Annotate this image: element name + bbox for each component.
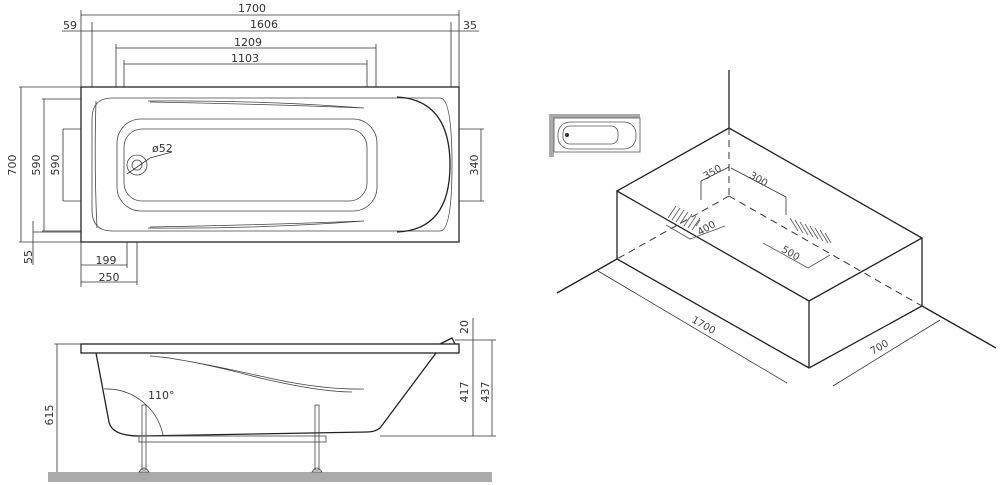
- depth-inner-label: 417: [458, 382, 471, 403]
- drain-inner: [131, 159, 143, 171]
- dim-1103: [123, 60, 368, 87]
- support-pad-left: [665, 205, 726, 240]
- armrest-swoosh: [149, 355, 365, 393]
- pad-right-size-label: 500: [779, 244, 801, 263]
- floor: [48, 472, 492, 482]
- pad-offset-left-label: 350: [702, 163, 724, 182]
- iso-width-label: 700: [869, 338, 891, 357]
- dim-615: [54, 343, 81, 472]
- leg-left: [138, 404, 150, 473]
- rim-detail: [94, 100, 98, 229]
- dim-55: [32, 221, 81, 265]
- overall-width-label: 700: [6, 155, 19, 176]
- pad-offset-dims: [700, 166, 787, 215]
- tub-body-side: [95, 352, 437, 437]
- placement-thumbnail: [549, 114, 641, 157]
- rim-thickness-label: 20: [458, 320, 471, 334]
- total-height-label: 615: [43, 405, 56, 426]
- dim-1606: [62, 22, 479, 87]
- bowl-width-outer-label: 590: [30, 155, 43, 176]
- top-view: ø52 1700 1606 59 35 1209 1103 700 590 59…: [6, 2, 484, 287]
- drain-diameter-label: ø52: [152, 142, 173, 155]
- hidden-edges: [616, 128, 923, 307]
- dim-right-side: [380, 318, 496, 437]
- dim-700: [19, 86, 81, 243]
- dim-199-250: [80, 242, 138, 287]
- side-view: 110° 615 20 417 437: [43, 318, 496, 482]
- support-pad-right: [762, 217, 832, 269]
- overall-length-label: 1700: [238, 2, 266, 15]
- wall-floor-lines: [556, 258, 997, 349]
- iso-dims: [597, 270, 941, 387]
- drain-edge-distance-label: 250: [99, 271, 120, 284]
- armrest-top: [147, 100, 365, 109]
- drain-distance-label: 199: [96, 254, 117, 267]
- bowl-inner: [123, 128, 368, 202]
- dim-340: [459, 128, 484, 202]
- left-offset-label: 59: [63, 19, 77, 32]
- rim-head-curve: [396, 96, 451, 233]
- right-support-width-label: 340: [468, 155, 481, 176]
- tub-rim-side: [80, 343, 460, 354]
- tub-rim-inner: [91, 97, 453, 232]
- leg-frame: [138, 435, 327, 443]
- outer-bowl-length-label: 1209: [234, 36, 262, 49]
- thumbnail-drain-icon: [565, 133, 569, 137]
- bowl-width-inner-label: 590: [49, 155, 62, 176]
- tub-outline-top: [80, 86, 460, 243]
- armrest-bottom: [147, 220, 365, 229]
- bottom-offset-label: 55: [22, 250, 35, 264]
- right-offset-label: 35: [463, 19, 477, 32]
- depth-total-label: 437: [479, 382, 492, 403]
- tub-box: [615, 127, 924, 369]
- dim-1209: [115, 44, 377, 87]
- dim-590-outer: [42, 98, 81, 232]
- drain-icon: [126, 154, 148, 176]
- bowl-outer: [116, 118, 378, 212]
- angle-arc: [103, 388, 164, 436]
- dim-1700: [80, 10, 460, 87]
- rim-length-label: 1606: [250, 18, 278, 31]
- drain-leader: [126, 151, 173, 175]
- rim-lip: [439, 337, 456, 345]
- inner-bowl-length-label: 1103: [231, 52, 259, 65]
- leg-right: [311, 404, 323, 473]
- back-angle-label: 110°: [148, 389, 175, 402]
- dim-590-inner: [62, 128, 81, 202]
